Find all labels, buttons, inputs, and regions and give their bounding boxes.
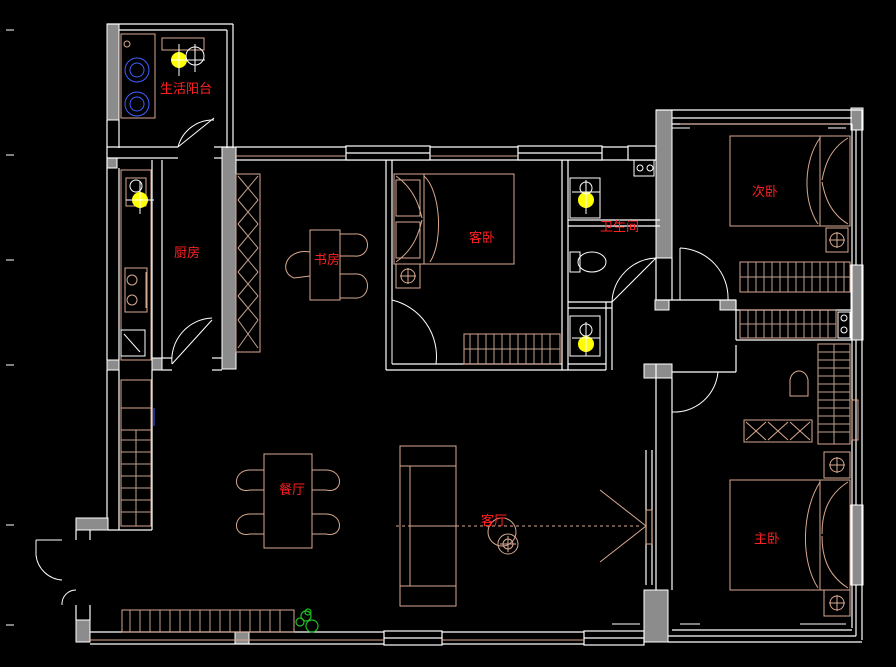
label-bathroom: 卫生间: [600, 220, 639, 235]
door-swings: [35, 117, 729, 606]
windows: [90, 123, 850, 641]
label-living: 客厅: [481, 513, 507, 529]
plant-icon: [295, 608, 319, 633]
ruler-ticks: [6, 29, 14, 626]
label-second-bedroom: 次卧: [752, 184, 778, 200]
label-kitchen: 厨房: [174, 245, 200, 261]
room-labels: 生活阳台 厨房 书房 客卧 卫生间 次卧 餐厅 客厅 主卧: [160, 82, 780, 547]
label-dining: 餐厅: [279, 482, 305, 498]
label-balcony: 生活阳台: [160, 82, 212, 97]
furniture: [120, 33, 859, 633]
label-study: 书房: [314, 252, 340, 268]
label-master-bedroom: 主卧: [754, 532, 780, 547]
fixtures-yellow: [126, 44, 600, 356]
label-guest-bedroom: 客卧: [469, 230, 495, 246]
